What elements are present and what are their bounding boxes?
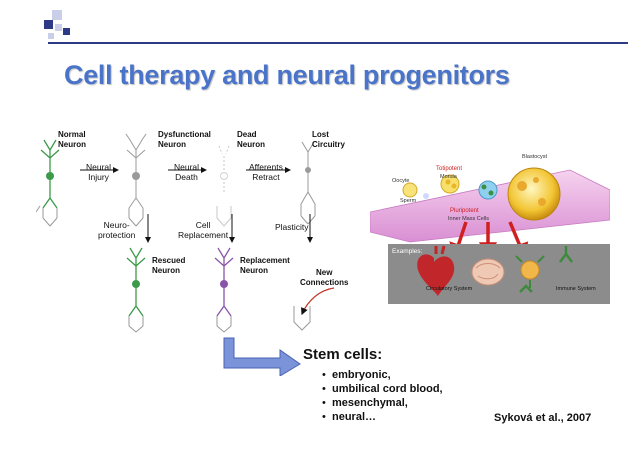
label-neural-death: Neural Death — [174, 162, 200, 182]
label-normal-neuron: Normal Neuron — [58, 130, 86, 149]
stem-cells-heading: Stem cells: — [303, 346, 383, 363]
label-blastocyst: Blastocyst — [522, 154, 548, 160]
label-totipotent: Totipotent — [436, 166, 463, 172]
label-immune-system: Immune System — [556, 286, 596, 292]
label-neural-injury: Neural Injury — [86, 162, 112, 182]
label-dysfunctional-neuron: Dysfunctional Neuron — [158, 130, 211, 149]
label-circulatory-system: Circulatory System — [426, 286, 473, 292]
label-replacement-neuron: Replacement Neuron — [240, 256, 290, 275]
label-afferents-retract: Afferents Retract — [249, 162, 283, 182]
replacement-neuron — [214, 247, 234, 333]
label-inner-mass-cells: Inner Mass Cells — [448, 216, 489, 222]
label-dead-neuron: Dead Neuron — [237, 130, 265, 149]
label-rescued-neuron: Rescued Neuron — [152, 256, 186, 275]
lost-circuitry — [300, 141, 316, 225]
stem-cell-diagram — [370, 167, 610, 304]
decor-square — [55, 24, 62, 31]
label-neuroprotection: Neuro- protection — [98, 220, 136, 240]
label-examples: Examples: — [392, 248, 423, 255]
decor-square — [52, 10, 62, 20]
dysfunctional-neuron — [125, 133, 147, 227]
label-lost-circuitry: Lost Circuitry — [312, 130, 345, 149]
dead-neuron — [216, 145, 232, 227]
label-sperm: Sperm — [400, 198, 417, 204]
list-item: neural… — [332, 410, 443, 424]
decor-square — [48, 33, 54, 39]
label-pluripotent: Pluripotent — [450, 208, 479, 214]
pointer-arrow — [223, 337, 301, 376]
new-connections — [293, 287, 335, 331]
label-oocyte: Oocyte — [392, 178, 410, 184]
normal-neuron — [36, 139, 60, 227]
decor-square — [44, 20, 53, 29]
label-cell-replacement: Cell Replacement — [178, 220, 229, 240]
rescued-neuron — [126, 247, 146, 333]
list-item: umbilical cord blood, — [332, 382, 443, 396]
stem-cells-list: embryonic, umbilical cord blood, mesench… — [332, 368, 443, 424]
label-morula: Morula — [440, 174, 457, 180]
decor-square — [63, 28, 70, 35]
list-item: mesenchymal, — [332, 396, 443, 410]
title-rule — [48, 42, 628, 44]
label-plasticity: Plasticity — [275, 222, 309, 232]
list-item: embryonic, — [332, 368, 443, 382]
neuron-diagram — [36, 133, 335, 333]
label-new-connections: New Connections — [300, 268, 349, 287]
slide-title: Cell therapy and neural progenitors — [64, 60, 510, 90]
citation: Syková et al., 2007 — [494, 412, 592, 424]
